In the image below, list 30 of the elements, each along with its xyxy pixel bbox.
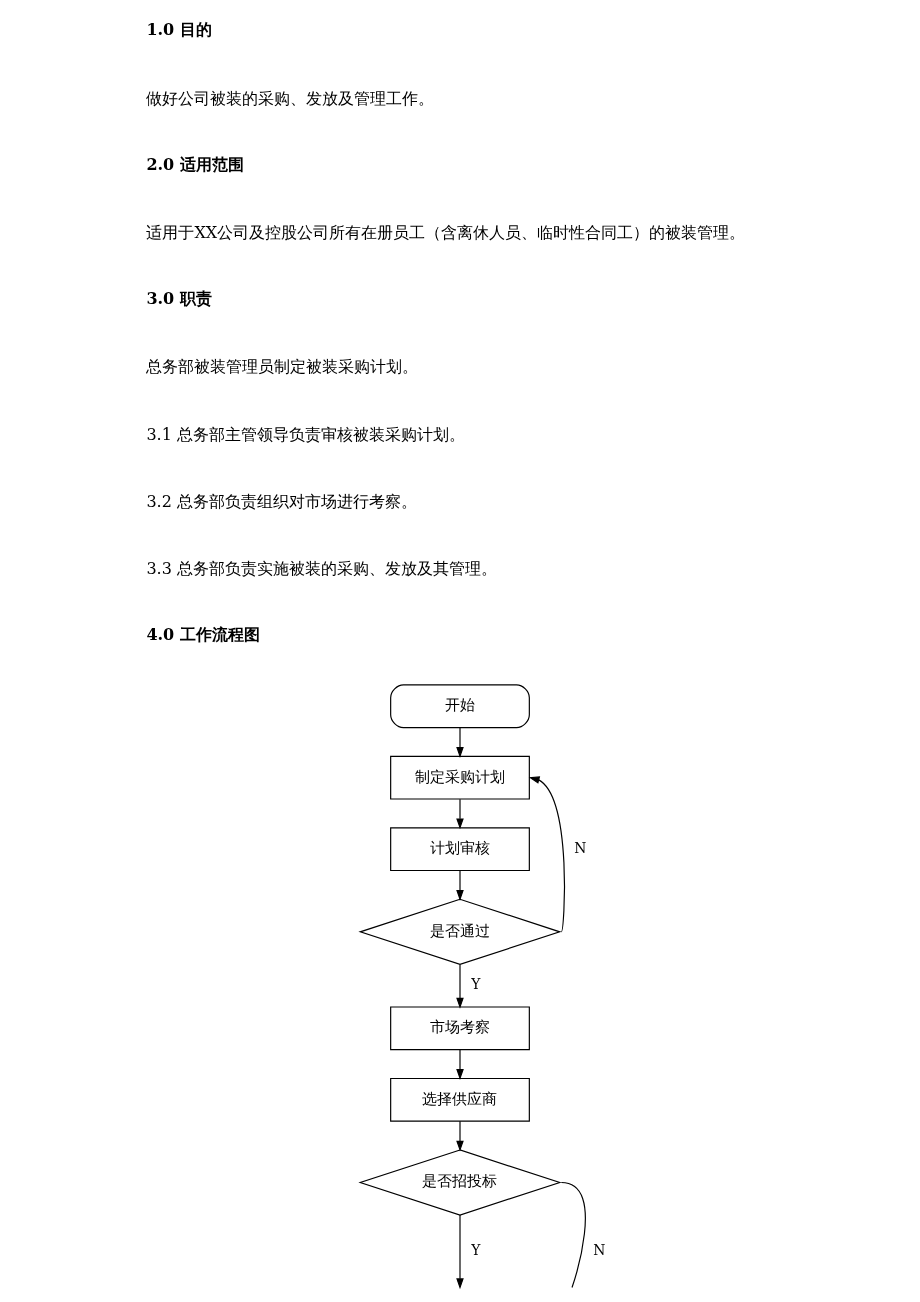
arrow (456, 1049, 464, 1080)
label: 总务部被装管理员制定被装采购计划。 (146, 357, 419, 377)
node-box: 市场考察 (390, 1006, 530, 1051)
arrow (456, 798, 464, 830)
edge-label: N (593, 1241, 606, 1258)
label: 适用于XX公司及控股公司所有在册员工（含离休人员、临时性合同工）的被装管理。 (146, 222, 746, 242)
node-box: 开始 (390, 684, 530, 729)
label: 3.0 职责 (146, 289, 212, 309)
arrow (456, 727, 464, 758)
label: 3.2 总务部负责组织对市场进行考察。 (146, 491, 417, 511)
arrow (456, 1120, 464, 1152)
edge-label: Y (471, 1241, 481, 1258)
edge-label: N (574, 839, 587, 856)
node-box: 制定采购计划 (390, 755, 530, 800)
label: 做好公司被装的采购、发放及管理工作。 (146, 88, 435, 108)
node-box: 选择供应商 (390, 1077, 530, 1122)
label: 4.0 工作流程图 (146, 625, 260, 645)
edge-label: Y (471, 976, 481, 993)
label: 3.3 总务部负责实施被装的采购、发放及其管理。 (146, 558, 497, 578)
arrow (528, 776, 566, 933)
label: 1.0 目的 (146, 20, 212, 40)
node-diamond: 是否招投标 (358, 1149, 562, 1216)
label: 2.0 适用范围 (146, 154, 244, 174)
node-diamond: 是否通过 (358, 898, 562, 965)
arrow (456, 869, 464, 901)
arrow (456, 1214, 464, 1290)
label: 3.1 总务部主管领导负责审核被装采购计划。 (146, 424, 465, 444)
connector (560, 1181, 586, 1289)
node-box: 计划审核 (390, 827, 530, 872)
arrow (456, 964, 464, 1009)
